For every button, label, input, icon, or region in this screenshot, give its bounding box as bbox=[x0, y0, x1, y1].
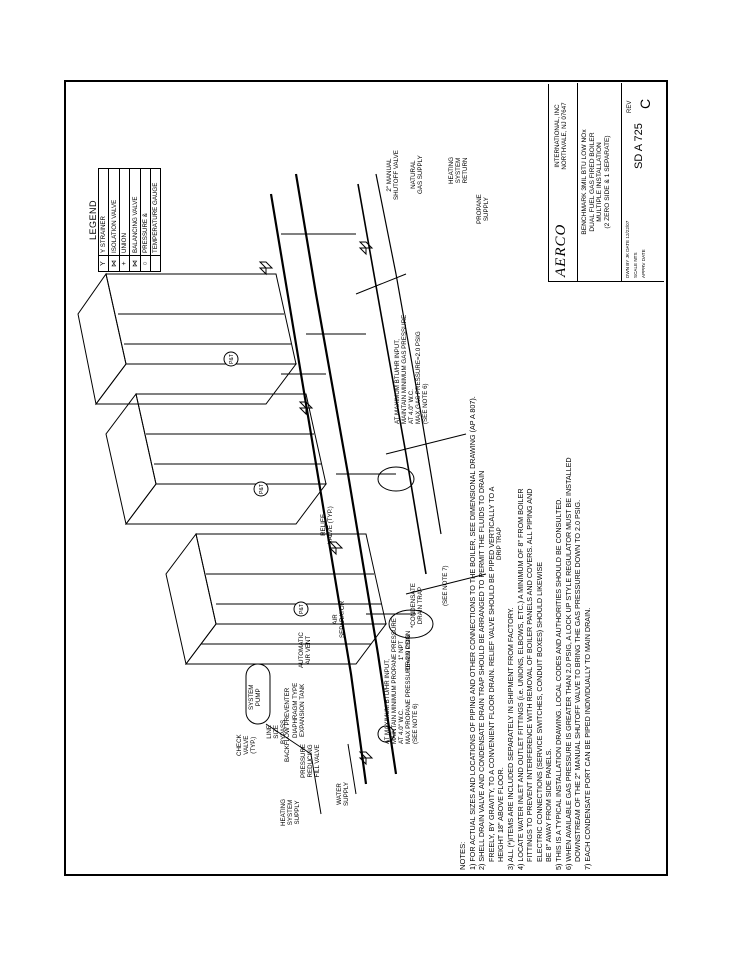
label-air-separator: AIR SEPARATOR bbox=[332, 600, 346, 638]
approved: APPRV DATE bbox=[641, 249, 646, 278]
legend-label: UNION bbox=[119, 168, 130, 256]
legend-symbol bbox=[150, 255, 161, 272]
note-line: HEIGHT 18" ABOVE FLOOR. bbox=[496, 767, 506, 862]
note-line: 5) THIS IS A TYPICAL INSTALLATION DRAWIN… bbox=[553, 497, 563, 870]
note-line: ELECTRIC CONNECTIONS (SERVICE SWITCHES, … bbox=[534, 561, 544, 862]
note-line: 7) EACH CONDENSATE PORT CAN BE PIPED IND… bbox=[582, 607, 592, 870]
revision-label: REV bbox=[627, 100, 633, 113]
notes-block: NOTES: 1) FOR ACTUAL SIZES AND LOCATIONS… bbox=[458, 310, 592, 870]
label-heating-supply: HEATING SYSTEM SUPPLY bbox=[280, 798, 301, 826]
legend-symbol: + bbox=[119, 255, 130, 272]
label-condensate-trap: *CONDENSATE DRAIN TRAP bbox=[410, 583, 424, 628]
label-heating-return: HEATING SYSTEM RETURN bbox=[448, 156, 469, 184]
legend-label: Y STRAINER bbox=[98, 168, 109, 256]
note-line: FREELY, BY GRAVITY, TO A CONVENIENT FLOO… bbox=[486, 486, 496, 862]
revision-value: C bbox=[637, 98, 653, 109]
pt-tag-1: P&T bbox=[299, 604, 305, 614]
company-logo: AERCO bbox=[553, 223, 569, 277]
legend-label: BALANCING VALVE bbox=[129, 168, 141, 256]
note-line: FITTINGS TO PREVENT INTERFERENCE WITH RE… bbox=[525, 488, 535, 862]
boiler-unit-3 bbox=[77, 272, 297, 406]
label-check-valve: CHECK VALVE (TYP.) bbox=[236, 734, 257, 756]
company-address: INTERNATIONAL, INC NORTHVALE, NJ 07647 bbox=[554, 102, 569, 170]
legend-label: PRESSURE & bbox=[140, 168, 151, 256]
drawing-title: BENCHMARK 3MIL BTU LOW NOx DUAL FUEL GAS… bbox=[581, 129, 611, 235]
drawn-by: DWN BY JK DATE 12/22/07 bbox=[625, 220, 630, 278]
label-water-supply: WATER SUPPLY bbox=[336, 782, 350, 806]
piping-schematic: P&T P&T P&T bbox=[77, 173, 487, 815]
label-relief-valve: RELIEF VALVE (TYP.) bbox=[320, 506, 334, 544]
label-max-btu-gas: AT MAXIMUM BTU/HR INPUT, MAINTAIN MINIMU… bbox=[394, 314, 429, 424]
legend-symbol: ○ bbox=[140, 255, 151, 272]
title-divider bbox=[577, 83, 578, 281]
boiler-unit-2 bbox=[105, 392, 327, 526]
scale: SCALE NTS bbox=[633, 252, 638, 278]
legend-symbol: ⋈ bbox=[108, 255, 120, 272]
legend-symbol: ⋈ bbox=[129, 255, 141, 272]
label-propane-supply: PROPANE SUPPLY bbox=[476, 194, 490, 224]
note-line: 2) SHELL DRAIN VALVE AND CONDENSATE DRAI… bbox=[477, 470, 487, 870]
label-natural-gas: NATURAL GAS SUPPLY bbox=[410, 155, 424, 194]
label-pressure-reducing: PRESSURE REDUCING FILL VALVE bbox=[300, 743, 321, 778]
label-manual-shutoff: 2" MANUAL SHUTOFF VALVE bbox=[386, 150, 400, 200]
label-system-pump: SYSTEM PUMP bbox=[248, 684, 262, 710]
rotated-drawing: P&T P&T P&T HEATING SYSTEM SUPPLY CHECK … bbox=[66, 82, 666, 874]
legend-symbol: Y bbox=[98, 255, 109, 272]
pt-tag-3: P&T bbox=[229, 354, 235, 364]
drawing-border bbox=[64, 80, 668, 876]
label-diaphragm-tank: DIAPHRAGM TYPE EXPANSION TANK bbox=[292, 682, 306, 738]
label-automatic-air-vent: AUTOMATIC AIR VENT bbox=[298, 632, 312, 668]
label-npt-drain: 1" NPT DRAIN CONN bbox=[398, 630, 412, 670]
note-line: DOWNSTREAM OF THE 2" MANUAL SHUTOFF VALV… bbox=[573, 499, 583, 862]
title-divider bbox=[621, 83, 622, 281]
notes-heading: NOTES: bbox=[458, 841, 467, 870]
note-line: BE 8" AWAY FROM SIDE PANELS. bbox=[544, 748, 554, 862]
note-line: 4) LOCATE WATER INLET AND OUTLET FITTING… bbox=[515, 488, 525, 870]
legend-label: ISOLATION VALVE bbox=[108, 168, 120, 256]
note-line: 6) WHEN AVAILABLE GAS PRESSURE IS GREATE… bbox=[563, 457, 573, 870]
legend-title: LEGEND bbox=[88, 200, 98, 241]
pt-tag-2: P&T bbox=[259, 484, 265, 494]
legend-label: TEMPERATURE GAUGE bbox=[150, 168, 161, 256]
title-block: AERCO INTERNATIONAL, INC NORTHVALE, NJ 0… bbox=[548, 83, 664, 282]
label-backflow: BACKFLOW PREVENTER bbox=[284, 687, 291, 762]
note-line: 3) ALL (*)ITEMS ARE INCLUDED SEPARATELY … bbox=[505, 607, 515, 870]
note-line: 1) FOR ACTUAL SIZES AND LOCATIONS OF PIP… bbox=[467, 396, 477, 870]
boiler-unit-1 bbox=[165, 532, 387, 666]
label-see-note-7: (SEE NOTE 7) bbox=[442, 565, 449, 606]
document-number: SD A 725 bbox=[633, 123, 645, 169]
